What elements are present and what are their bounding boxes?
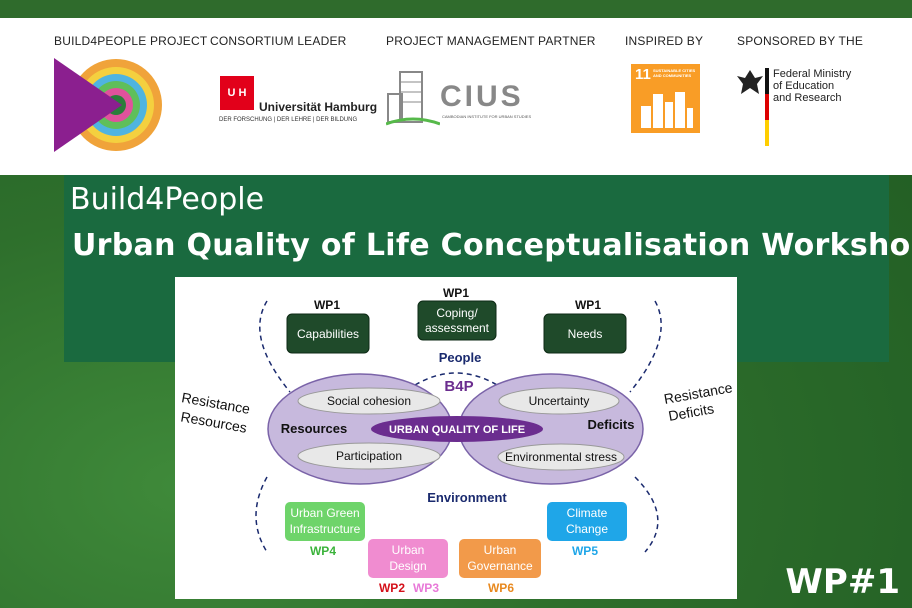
banner-subtitle: Build4People — [70, 182, 265, 217]
dashed-arc-top-left — [259, 300, 291, 393]
uhh-name: Universität Hamburg — [259, 100, 378, 114]
right-side-label-2: Deficits — [667, 400, 715, 424]
urban-design-box — [368, 539, 448, 578]
capabilities-label: Capabilities — [297, 327, 359, 341]
top-background-strip — [0, 0, 912, 18]
wp3-label: WP3 — [413, 581, 439, 595]
green-infra-line1: Urban Green — [290, 506, 359, 520]
sdg-text: SUSTAINABLE CITIES AND COMMUNITIES — [653, 68, 696, 78]
concept-diagram-svg: WP1 WP1 WP1 Capabilities Coping/ assessm… — [180, 286, 734, 595]
wp-number-tag: WP#1 — [785, 562, 900, 602]
wp6-label: WP6 — [488, 581, 514, 595]
cius-building-icon — [386, 71, 440, 126]
climate-change-line2: Change — [566, 522, 608, 536]
participation-pill — [297, 442, 441, 470]
urban-governance-line2: Governance — [467, 559, 533, 573]
federal-eagle-icon — [737, 70, 763, 94]
bmbf-line2: of Education — [773, 80, 835, 92]
wp5-label: WP5 — [572, 544, 598, 558]
label-inspired: INSPIRED BY — [625, 34, 704, 48]
sdg-number: 11 — [635, 66, 651, 83]
uhh-mark: U H — [220, 76, 254, 110]
urban-governance-box — [459, 539, 541, 578]
label-sponsored: SPONSORED BY THE — [737, 34, 864, 48]
dashed-arc-top-right — [629, 300, 662, 393]
urban-quality-pill — [371, 416, 543, 442]
city-icon — [641, 92, 693, 128]
label-partner: PROJECT MANAGEMENT PARTNER — [386, 34, 596, 48]
participation-label: Participation — [336, 449, 402, 463]
cius-name: CIUS — [440, 80, 524, 113]
dashed-arc-bottom-right — [634, 476, 659, 553]
urban-design-line1: Urban — [392, 543, 425, 557]
urban-design-line2: Design — [389, 559, 426, 573]
label-leader: CONSORTIUM LEADER — [210, 34, 347, 48]
dashed-arc-bottom-left — [255, 476, 268, 553]
coping-label-line1: Coping/ — [436, 306, 478, 320]
urban-governance-line1: Urban — [484, 543, 517, 557]
bmbf-line3: and Research — [773, 92, 842, 104]
green-infra-line2: Infrastructure — [290, 522, 361, 536]
banner-title: Urban Quality of Life Conceptualisation … — [72, 228, 912, 263]
climate-change-box — [547, 502, 627, 541]
coping-label-line2: assessment — [425, 321, 490, 335]
climate-change-line1: Climate — [567, 506, 608, 520]
wp2-label: WP2 — [379, 581, 405, 595]
partner-header: BUILD4PEOPLE PROJECT CONSORTIUM LEADER P… — [0, 18, 912, 175]
build4people-logo — [54, 58, 162, 152]
sdg11-badge: 11 SUSTAINABLE CITIES AND COMMUNITIES — [631, 64, 700, 133]
environmental-stress-pill — [497, 443, 625, 471]
social-cohesion-pill — [297, 387, 441, 415]
wp1-label-center: WP1 — [443, 286, 469, 300]
bmbf-line1: Federal Ministry — [773, 68, 852, 80]
german-flag-bar — [765, 68, 769, 146]
resources-label: Resources — [281, 421, 347, 436]
concept-diagram: WP1 WP1 WP1 Capabilities Coping/ assessm… — [175, 277, 737, 599]
dashed-arc-b4p — [414, 372, 498, 386]
social-cohesion-label: Social cohesion — [327, 394, 411, 408]
coping-box — [417, 300, 497, 341]
capabilities-box — [286, 313, 370, 354]
environmental-stress-label: Environmental stress — [505, 450, 617, 464]
wp1-label-right: WP1 — [575, 298, 601, 312]
label-project: BUILD4PEOPLE PROJECT — [54, 34, 208, 48]
uhh-tagline: DER FORSCHUNG | DER LEHRE | DER BILDUNG — [219, 117, 358, 123]
cius-full-name: CAMBODIAN INSTITUTE FOR URBAN STUDIES — [442, 114, 532, 119]
uncertainty-label: Uncertainty — [529, 394, 590, 408]
b4p-label: B4P — [444, 378, 473, 395]
wp1-label-left: WP1 — [314, 298, 340, 312]
people-label: People — [439, 350, 482, 365]
uncertainty-pill — [498, 387, 620, 415]
deficits-label: Deficits — [588, 417, 635, 432]
wp4-label: WP4 — [310, 544, 336, 558]
green-infra-box — [285, 502, 365, 541]
environment-label: Environment — [427, 490, 507, 505]
bmbf-name: Federal Ministry of Education and Resear… — [773, 68, 851, 104]
urban-quality-label: URBAN QUALITY OF LIFE — [389, 424, 525, 436]
needs-label: Needs — [568, 327, 603, 341]
needs-box — [543, 313, 627, 354]
